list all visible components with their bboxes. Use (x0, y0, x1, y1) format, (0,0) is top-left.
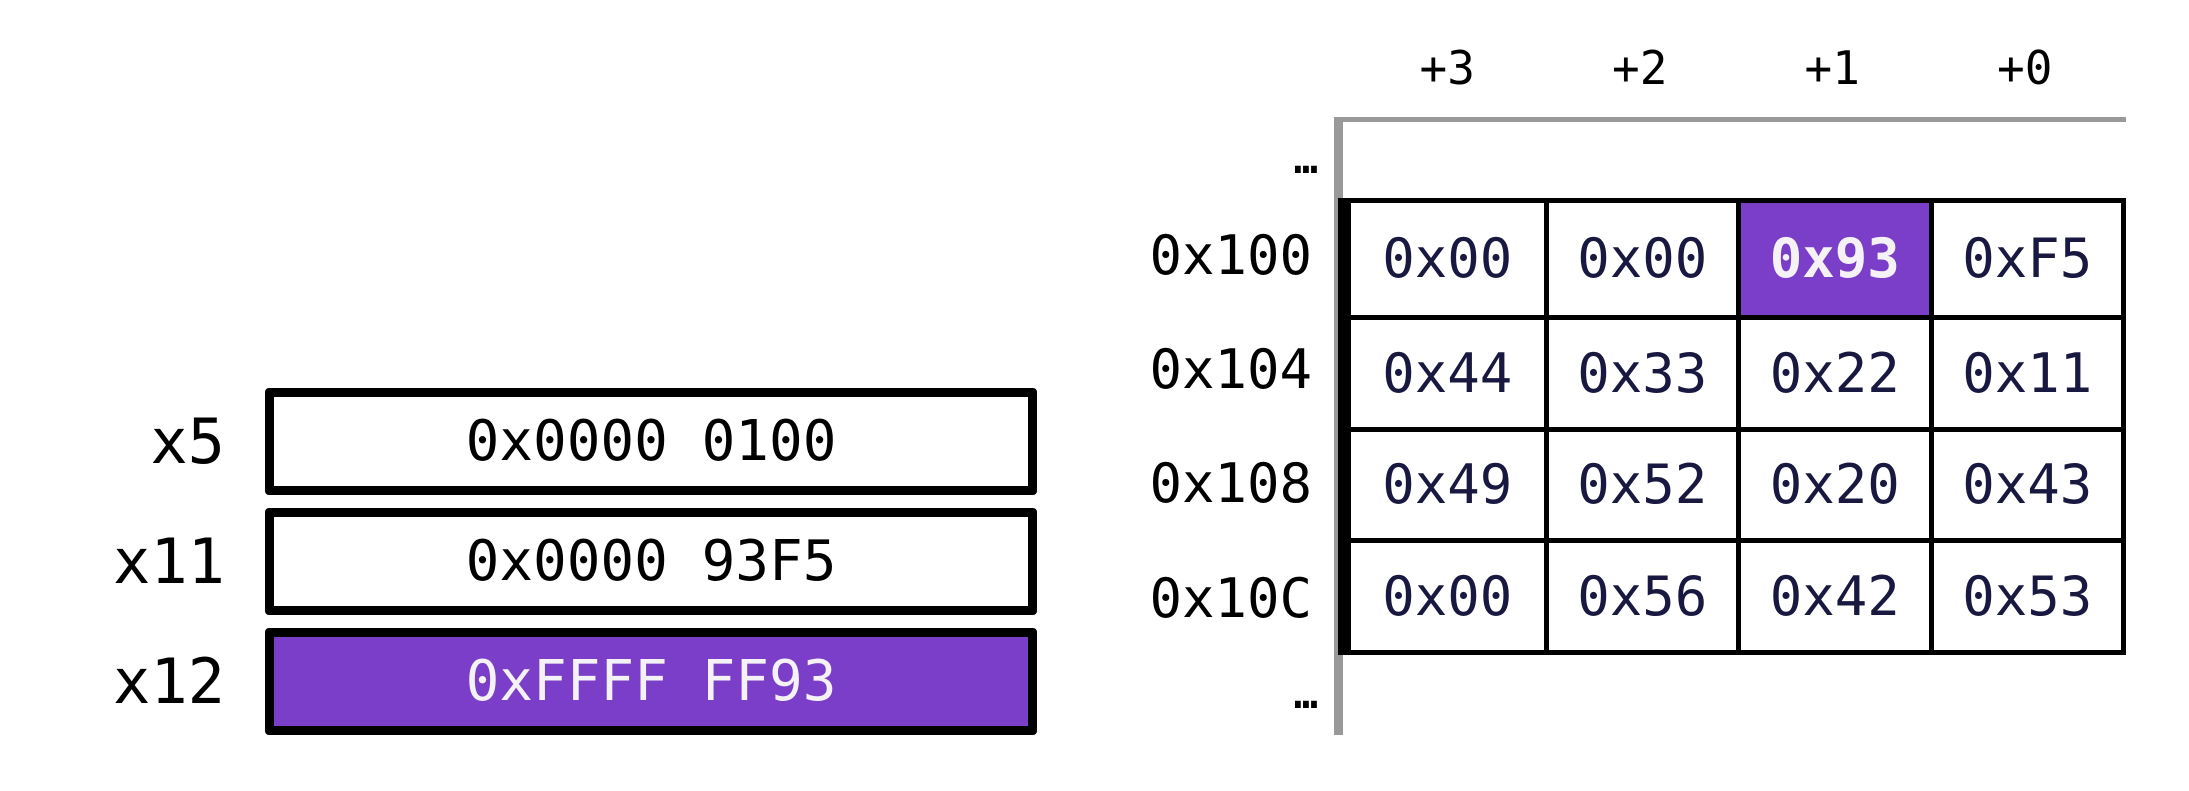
address-label-0x100: 0x100 (1149, 223, 1312, 287)
memory-cell-0x10C: 0x53 (1928, 538, 2121, 650)
memory-cell-0x10B: 0x49 (1351, 426, 1544, 539)
memory-cell-0x107: 0x44 (1351, 314, 1544, 427)
memory-cell-0x10D: 0x42 (1736, 538, 1929, 650)
register-row-x11: x11 0x0000 93F5 (40, 508, 1037, 615)
memory-byte-grid: 0x00 0x00 0x93 0xF5 0x44 0x33 0x22 0x11 … (1338, 198, 2126, 655)
address-label-0x104: 0x104 (1149, 337, 1312, 401)
memory-top-gray-line (1334, 117, 2126, 122)
memory-cell-0x108: 0x43 (1928, 426, 2121, 539)
memory-cell-0x109: 0x20 (1736, 426, 1929, 539)
register-value-x11: 0x0000 93F5 (465, 529, 837, 594)
register-name-x12: x12 (113, 645, 225, 718)
byte-offset-header-row: +3 +2 +1 +0 (1351, 35, 2121, 101)
register-value-x5: 0x0000 0100 (465, 409, 837, 474)
memory-cell-0x102: 0x00 (1543, 203, 1737, 315)
memory-cell-0x103: 0x00 (1382, 227, 1513, 291)
byte-offset-header-plus3: +3 (1419, 41, 1475, 95)
register-value-x12: 0xFFFF FF93 (465, 649, 837, 714)
byte-offset-header-plus1: +1 (1804, 41, 1860, 95)
memory-cell-0x106: 0x33 (1543, 314, 1736, 427)
register-box-x5: 0x0000 0100 (265, 388, 1037, 495)
memory-cell-0x10A: 0x52 (1543, 426, 1736, 539)
memory-cell-0x105: 0x22 (1736, 314, 1929, 427)
byte-offset-header-plus2: +2 (1612, 41, 1668, 95)
register-row-x12: x12 0xFFFF FF93 (40, 628, 1037, 735)
byte-offset-header-plus0: +0 (1997, 41, 2053, 95)
memory-ellipsis-top: … (1293, 137, 1318, 183)
memory-cell-0x104: 0x11 (1928, 314, 2121, 427)
memory-cell-0x10F: 0x00 (1351, 538, 1544, 650)
memory-ellipsis-bottom: … (1293, 672, 1318, 718)
memory-cell-0x101-highlighted: 0x93 (1736, 203, 1929, 315)
register-row-x5: x5 0x0000 0100 (40, 388, 1037, 495)
memory-cell-0x10E: 0x56 (1543, 538, 1736, 650)
register-box-x12-highlighted: 0xFFFF FF93 (265, 628, 1037, 735)
register-name-x11: x11 (113, 525, 225, 598)
memory-cell-0x100: 0xF5 (1928, 203, 2122, 315)
address-label-0x10C: 0x10C (1149, 566, 1312, 630)
register-box-x11: 0x0000 93F5 (265, 508, 1037, 615)
register-name-x5: x5 (150, 405, 225, 478)
address-label-0x108: 0x108 (1149, 451, 1312, 515)
